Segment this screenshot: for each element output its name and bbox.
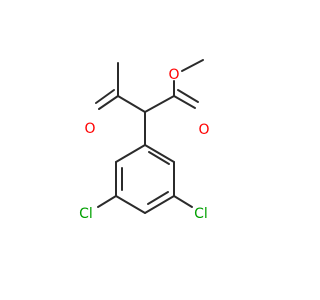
bond-ketone-ch [117,95,146,113]
bond-ester-carbon-o2 [177,89,199,103]
bond-ring-cl-left [97,195,117,208]
atom-o-ketone: O [84,121,95,137]
bond-ketone-carbon-o1 [98,95,119,110]
atom-o-ether: O [168,67,179,83]
ring-double-inner-2 [147,191,169,205]
ring-double-inner-1 [148,151,170,165]
bond-ketone-carbon-o2 [95,89,115,104]
atom-cl-right: Cl [194,206,208,222]
atom-cl-left: Cl [79,206,93,222]
molecule-structure: O O O Cl Cl [0,0,300,300]
atom-labels: O O O Cl Cl [79,67,209,222]
ring-bond-1 [144,144,175,163]
bond-ring-cl-right [173,195,193,208]
atom-o-ester-carbonyl: O [198,122,209,138]
bond-ch-ester-carbon [144,95,175,113]
ring-bond-3 [144,195,175,214]
ring-bond-4 [115,195,146,214]
bonds [95,59,204,214]
background [0,0,300,300]
ring-bond-6 [115,144,146,163]
bond-ether-o-methyl [181,59,204,72]
bond-ester-carbon-o1 [173,95,196,109]
